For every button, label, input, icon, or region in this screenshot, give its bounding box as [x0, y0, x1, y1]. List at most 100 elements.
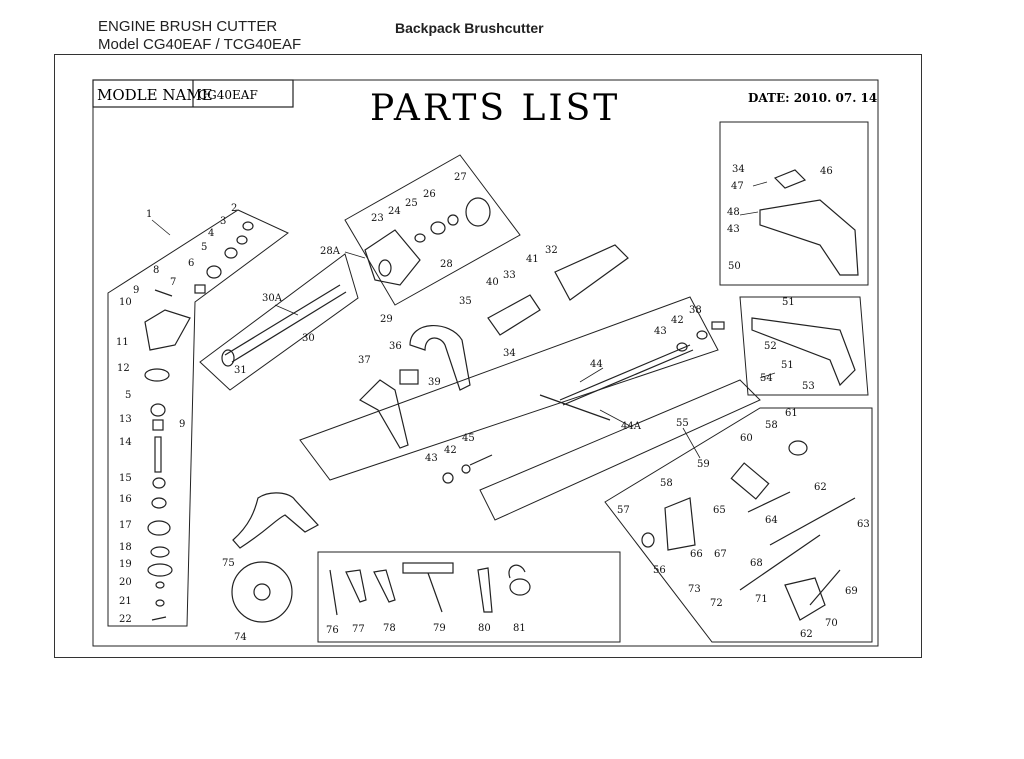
callout-64: 64: [765, 515, 778, 526]
outer-frame: [54, 54, 922, 658]
callout-54: 54: [760, 373, 773, 384]
callout-11: 11: [116, 337, 129, 348]
callout-18: 18: [119, 542, 132, 553]
callout-53: 53: [802, 381, 815, 392]
callout-43: 43: [654, 326, 667, 337]
callout-76: 76: [326, 625, 339, 636]
callout-6: 6: [188, 258, 194, 269]
callout-34b: 34: [732, 164, 745, 175]
callout-72: 72: [710, 598, 723, 609]
callout-37: 37: [358, 355, 371, 366]
callout-38: 38: [689, 305, 702, 316]
callout-69: 69: [845, 586, 858, 597]
callout-46: 46: [820, 166, 833, 177]
callout-24: 24: [388, 206, 401, 217]
callout-44: 44: [590, 359, 603, 370]
callout-9: 9: [133, 285, 139, 296]
callout-57: 57: [617, 505, 630, 516]
callout-31: 31: [234, 365, 247, 376]
callout-33: 33: [503, 270, 516, 281]
callout-55: 55: [676, 418, 689, 429]
callout-5b: 5: [125, 390, 131, 401]
model-label: MODLE NAME: [97, 86, 213, 104]
callout-51: 51: [782, 297, 795, 308]
callout-21: 21: [119, 596, 132, 607]
callout-56: 56: [653, 565, 666, 576]
gearhead-group: [107, 209, 289, 627]
callout-34: 34: [503, 348, 516, 359]
callout-28a: 28A: [320, 246, 341, 257]
blade-guard-group: [739, 296, 869, 396]
callout-27: 27: [454, 172, 467, 183]
callout-42b: 42: [444, 445, 457, 456]
callout-59: 59: [697, 459, 710, 470]
clutch-group: [344, 154, 521, 306]
callout-9b: 9: [179, 419, 185, 430]
callout-29: 29: [380, 314, 393, 325]
callout-62b: 62: [800, 629, 813, 640]
callout-16: 16: [119, 494, 132, 505]
callout-labels: 1 2 3 4 5 6 7 8 9 10 11 12 5 9 13 14 15 …: [116, 164, 870, 643]
callout-79: 79: [433, 623, 446, 634]
callout-67: 67: [714, 549, 727, 560]
callout-3: 3: [220, 216, 226, 227]
callout-75: 75: [222, 558, 235, 569]
callout-73: 73: [688, 584, 701, 595]
callout-22: 22: [119, 614, 132, 625]
sheet-title: PARTS LIST: [370, 88, 620, 129]
callout-41: 41: [526, 254, 539, 265]
callout-81: 81: [513, 623, 526, 634]
callout-2: 2: [231, 203, 237, 214]
callout-12: 12: [117, 363, 130, 374]
callout-30a: 30A: [262, 293, 283, 304]
callout-58: 58: [660, 478, 673, 489]
callout-39: 39: [428, 377, 441, 388]
callout-14: 14: [119, 437, 132, 448]
callout-44a: 44A: [621, 421, 642, 432]
callout-58b: 58: [765, 420, 778, 431]
doc-title: ENGINE BRUSH CUTTER: [98, 18, 278, 35]
callout-47: 47: [731, 181, 744, 192]
doc-product: Backpack Brushcutter: [395, 20, 544, 36]
sheet-date: DATE: 2010. 07. 14: [748, 91, 877, 105]
callout-61: 61: [785, 408, 798, 419]
callout-8: 8: [153, 265, 159, 276]
callout-77: 77: [352, 624, 365, 635]
callout-70: 70: [825, 618, 838, 629]
callout-4: 4: [208, 228, 214, 239]
callout-51b: 51: [781, 360, 794, 371]
callout-48: 48: [727, 207, 740, 218]
callout-13: 13: [119, 414, 132, 425]
drive-shaft-group: [479, 379, 761, 521]
callout-63: 63: [857, 519, 870, 530]
callout-50: 50: [728, 261, 741, 272]
guard-group: [719, 121, 869, 286]
callout-74: 74: [234, 632, 247, 643]
callout-65: 65: [713, 505, 726, 516]
callout-40: 40: [486, 277, 499, 288]
shaft-group: [199, 253, 359, 391]
callout-1: 1: [146, 209, 152, 220]
callout-23: 23: [371, 213, 384, 224]
doc-model: Model CG40EAF / TCG40EAF: [98, 36, 302, 53]
tools-group: [317, 551, 621, 643]
callout-52: 52: [764, 341, 777, 352]
callout-35: 35: [459, 296, 472, 307]
callout-66: 66: [690, 549, 703, 560]
callout-17: 17: [119, 520, 132, 531]
callout-30: 30: [302, 333, 315, 344]
callout-5: 5: [201, 242, 207, 253]
callout-78: 78: [383, 623, 396, 634]
callout-19: 19: [119, 559, 132, 570]
callout-32: 32: [545, 245, 558, 256]
sheet-border: [92, 79, 879, 647]
callout-71: 71: [755, 594, 768, 605]
callout-26: 26: [423, 189, 436, 200]
callout-60: 60: [740, 433, 753, 444]
handle-group: [299, 296, 719, 481]
callout-45: 45: [462, 433, 475, 444]
callout-7: 7: [170, 277, 176, 288]
callout-68: 68: [750, 558, 763, 569]
callout-80: 80: [478, 623, 491, 634]
